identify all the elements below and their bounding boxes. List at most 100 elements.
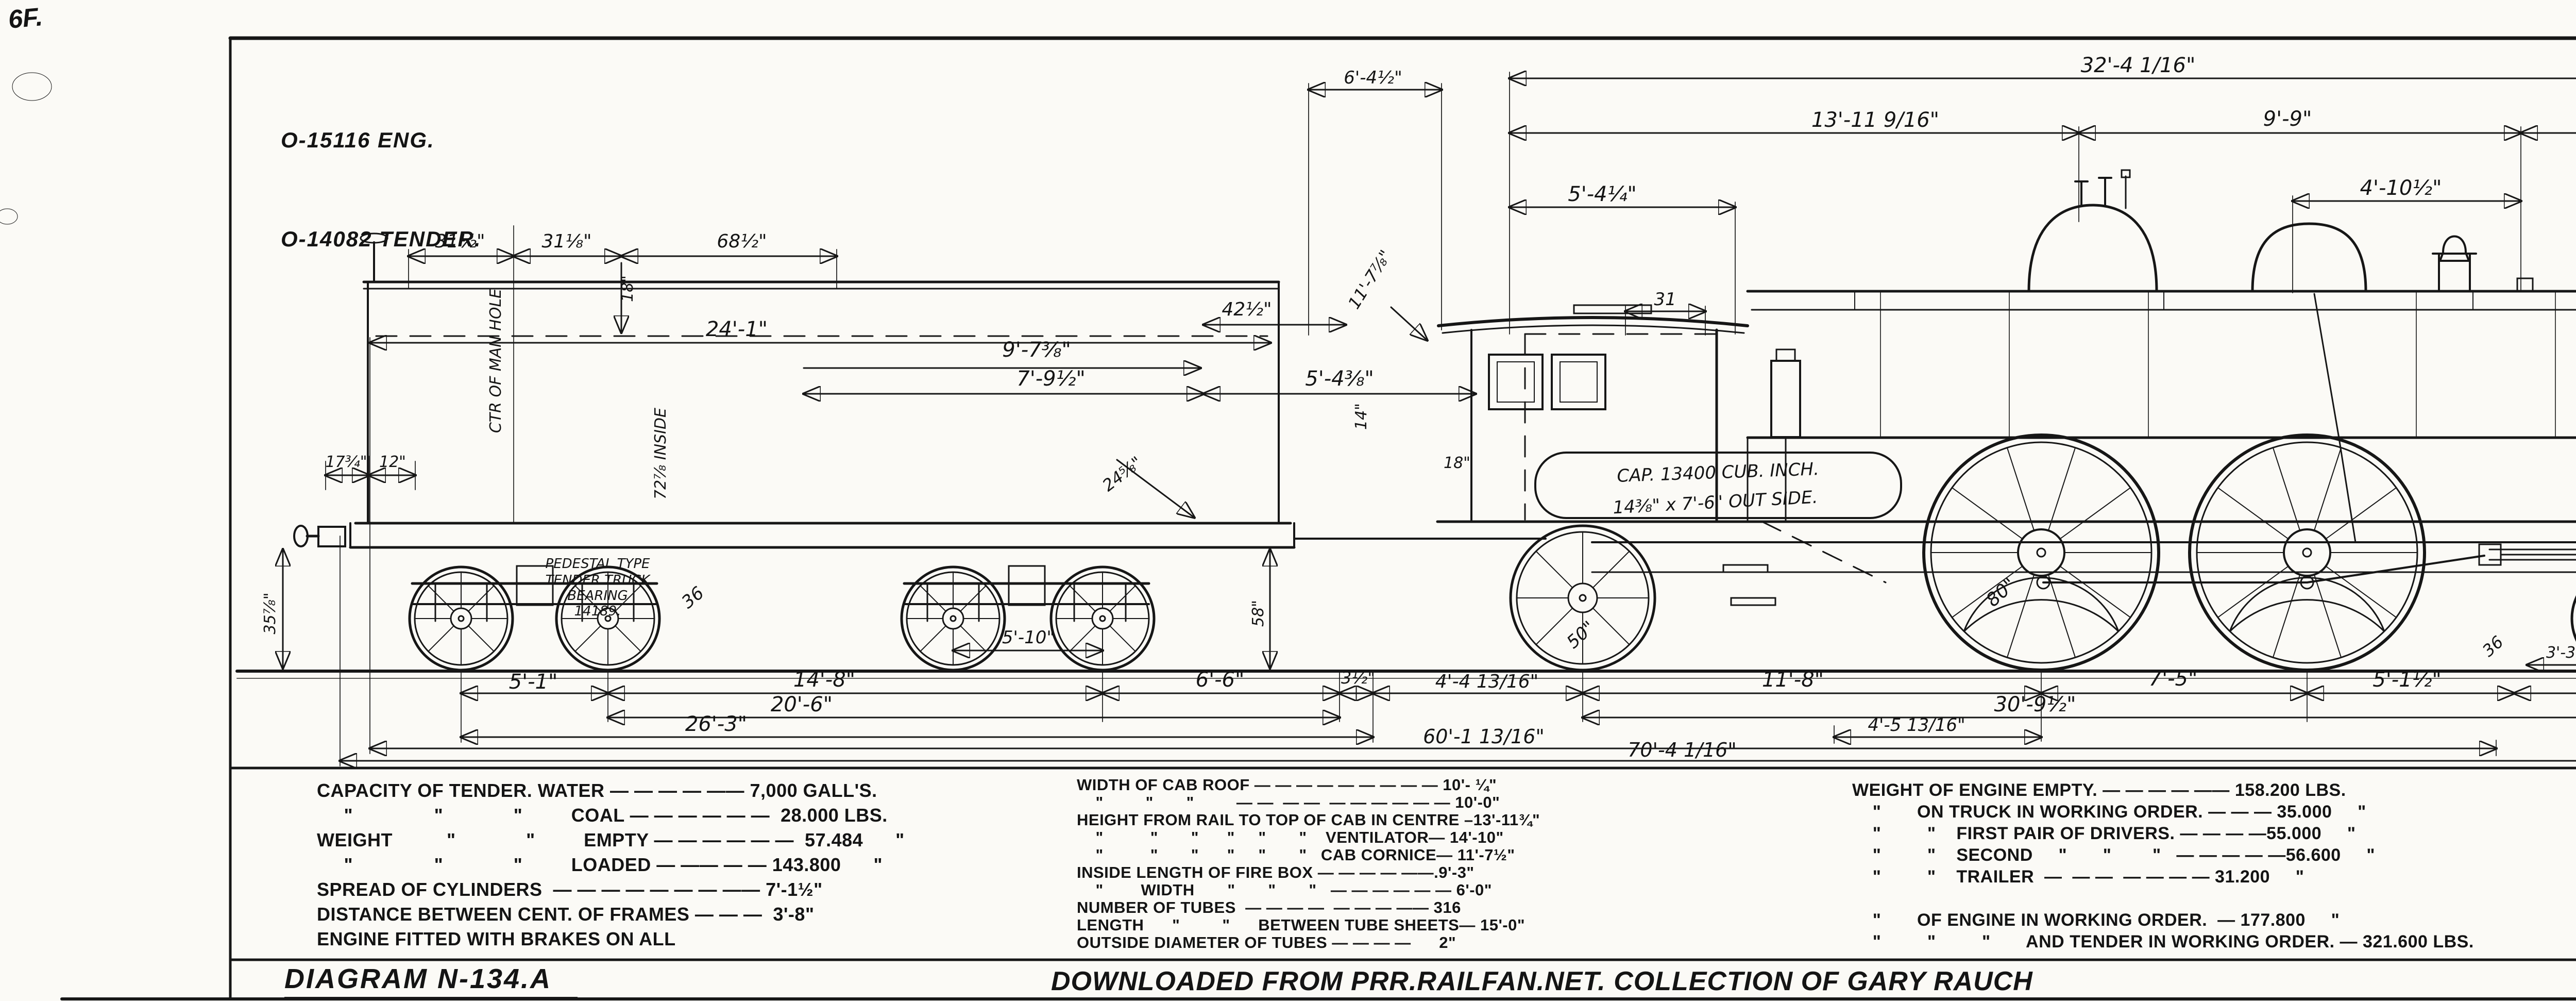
dimension-label: 36	[678, 582, 708, 612]
spec-line: DISTANCE BETWEEN CENT. OF FRAMES — — — 3…	[317, 904, 815, 925]
drawing-note: CAP. 13400 CUB. INCH.	[1617, 459, 1820, 487]
spec-line: ENGINE FITTED WITH BRAKES ON ALL	[317, 928, 676, 949]
spec-line: " " TRAILER — — — — — — — 31.200 "	[1852, 867, 2304, 887]
bell	[2432, 235, 2477, 292]
dimension-label: 70'-4 1/16"	[1628, 739, 1737, 761]
dimension-label: 17¾"	[325, 453, 367, 471]
trailing-wheel	[1511, 526, 1655, 670]
turret	[2516, 277, 2534, 292]
dimension-label: 24⅝"	[1098, 453, 1146, 495]
dimension-label: 18"	[619, 275, 637, 302]
spec-line: LENGTH " " BETWEEN TUBE SHEETS— 15'-0"	[1077, 916, 1526, 934]
dimension-label: 24'-1"	[706, 318, 768, 341]
sand-dome	[2251, 222, 2367, 293]
spec-line: " OF ENGINE IN WORKING ORDER. — 177.800 …	[1852, 910, 2340, 930]
dimension-label: 7'-9½"	[1016, 367, 1086, 391]
dimension-label: 35⅞"	[261, 592, 279, 634]
spec-line: " ON TRUCK IN WORKING ORDER. — — — 35.00…	[1852, 802, 2366, 822]
spec-line: WEIGHT " " EMPTY — — — — — — 57.484 "	[317, 829, 905, 850]
rear-coupler	[317, 526, 346, 547]
drawing-note: TENDER TRUCK	[546, 573, 651, 588]
rail-line	[235, 670, 2576, 679]
spec-column: WEIGHT OF ENGINE EMPTY. — — — — —— 158.2…	[1852, 779, 2474, 953]
dimension-label: CTR OF MAN HOLE	[487, 289, 505, 433]
tender-wheel	[902, 567, 1005, 670]
roof-ventilator	[1573, 304, 1652, 314]
spec-line: " " " " " " CAB CORNICE— 11'-7½"	[1077, 846, 1515, 864]
spec-line: " " " COAL — — — — — — 28.000 LBS.	[317, 805, 888, 826]
dimension-label: 5'-1½"	[2372, 668, 2442, 692]
spec-line	[1852, 888, 2474, 909]
dimension-label: 72⅞ INSIDE	[652, 408, 670, 499]
dimension-label: 60'-1 13/16"	[1423, 725, 1545, 748]
dimension-label: 31⅛"	[541, 231, 591, 252]
dimension-label: 12"	[379, 453, 406, 471]
spec-line: INSIDE LENGTH OF FIRE BOX — — — — ——.9'-…	[1077, 863, 1475, 881]
dimension-label: 3'-3⅛"	[2546, 644, 2576, 662]
injector	[1770, 360, 1801, 438]
credit-line: DOWNLOADED FROM PRR.RAILFAN.NET. COLLECT…	[1051, 966, 2033, 996]
tender	[293, 225, 1547, 670]
dimension-label: 36	[2479, 632, 2507, 660]
spec-line: " " " — — — — — — — — — — 10'-0"	[1077, 793, 1500, 811]
dimension-label: 18"	[1444, 454, 1470, 472]
steam-dome	[2027, 204, 2158, 293]
dimension-label: 11'-8"	[1762, 668, 1824, 692]
dimension-label: 7'-5"	[2149, 667, 2198, 691]
driver-wheel	[1924, 435, 2159, 670]
dimension-label: 50"	[1563, 617, 1599, 653]
driver-wheel	[2190, 435, 2425, 670]
dimension-label: 5'-4⅜"	[1305, 367, 1374, 391]
corner-mark: 6F.	[7, 2, 44, 34]
dimension-label: 9'-7⅜"	[1002, 338, 1071, 362]
spec-line: " " " AND TENDER IN WORKING ORDER. — 321…	[1852, 932, 2474, 952]
running-gear	[1511, 435, 2576, 670]
diagram-number: DIAGRAM N-134.A	[284, 963, 578, 999]
engine-number: O-15116 ENG.	[281, 128, 435, 152]
drawing-note: 14⅜" x 7'-6" OUT SIDE.	[1613, 487, 1819, 519]
dimension-label: 11'-7⅞"	[1344, 246, 1396, 312]
spec-line: " " SECOND " " " — — — — —56.600 "	[1852, 845, 2376, 865]
spec-line: SPREAD OF CYLINDERS — — — — — — — —— 7'-…	[317, 879, 823, 900]
tender-truck	[903, 565, 1150, 622]
spec-line: OUTSIDE DIAMETER OF TUBES — — — — 2"	[1077, 933, 1456, 952]
spec-line: WIDTH OF CAB ROOF — — — — — — — — — 10'-…	[1077, 776, 1497, 794]
main-rod	[2306, 555, 2485, 583]
dimension-label: 5'-1"	[509, 670, 558, 694]
tender-truck	[411, 565, 658, 622]
spec-line: CAPACITY OF TENDER. WATER — — — — —— 7,0…	[317, 780, 877, 801]
dimension-label: 3½"	[1341, 668, 1375, 688]
spec-line: " WIDTH " " " — — — — — — 6'-0"	[1077, 881, 1492, 899]
dimension-label: 26'-3"	[685, 712, 747, 736]
ashpan	[1761, 521, 1887, 583]
dimension-label: 31	[1654, 289, 1676, 310]
cab-window	[1551, 354, 1606, 410]
dimension-label: 58"	[1249, 600, 1267, 627]
cab-step	[1722, 564, 1769, 573]
tender-wheel	[410, 567, 513, 670]
dimension-label: 6'-4½"	[1344, 68, 1402, 88]
dimension-lines	[283, 49, 2576, 766]
dimension-label: 80"	[1982, 574, 2020, 611]
dimension-label: 13'-11 9/16"	[1811, 108, 1939, 132]
drawing-note: 14189.	[574, 604, 621, 619]
dimension-label: 32'-4 1/16"	[2081, 54, 2196, 77]
sand-pipe	[2313, 293, 2357, 543]
cab-window	[1488, 354, 1544, 410]
dimension-label: 68½"	[717, 231, 767, 252]
dimension-label: 20'-6"	[771, 693, 833, 716]
engine-tender-numbers: O-15116 ENG. O-14082 TENDER.	[281, 58, 481, 322]
dimension-label: 5'-10"	[1002, 627, 1055, 648]
punch-hole	[0, 208, 18, 225]
spec-line: " " FIRST PAIR OF DRIVERS. — — — —55.000…	[1852, 824, 2356, 843]
drawing-note: BEARING	[567, 588, 628, 604]
spec-line: HEIGHT FROM RAIL TO TOP OF CAB IN CENTRE…	[1077, 811, 1540, 829]
dimension-label: 4'-10½"	[2360, 176, 2442, 200]
crosshead	[2478, 543, 2502, 566]
drawing-note: PEDESTAL TYPE	[546, 556, 651, 572]
dimension-label: 4'-5 13/16"	[1868, 715, 1965, 736]
dimension-label: 31½"	[435, 231, 485, 252]
tender-number: O-14082 TENDER.	[281, 227, 482, 251]
